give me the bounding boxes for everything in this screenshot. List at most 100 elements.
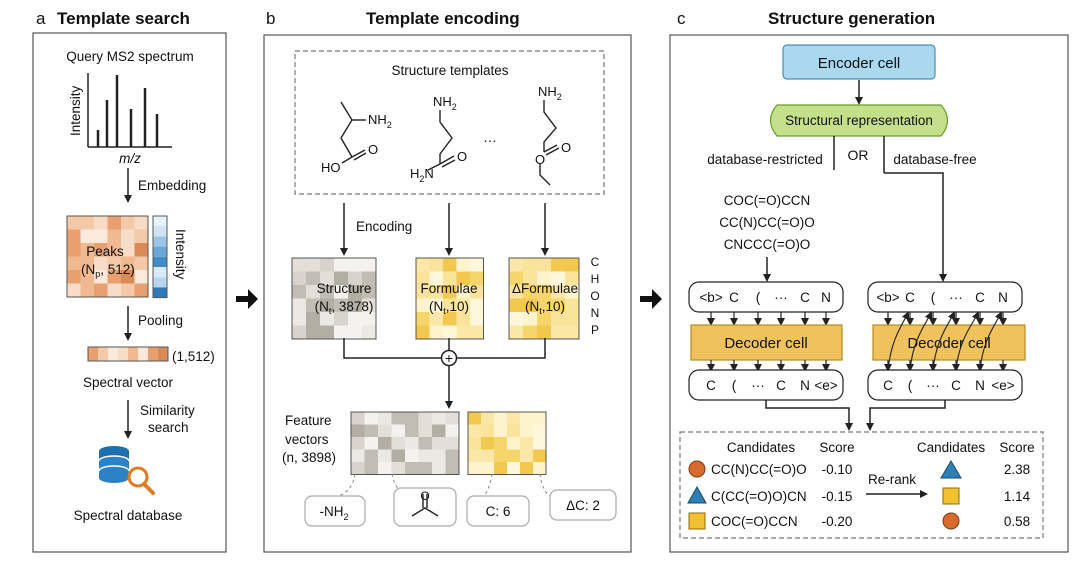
formulae-cell [470,298,484,312]
triangle-icon [687,485,707,504]
query-label: Query MS2 spectrum [66,49,194,64]
panel-c-frame [669,34,1069,553]
formulae-label: Formulae [420,281,477,296]
molecule-2 [427,110,456,171]
element-letter: H [591,272,600,286]
feature-structure-cell-border [350,411,460,475]
dformulae-cell [509,312,523,326]
dformulae-cell [509,271,523,285]
vector-dims: (1,512) [172,349,215,364]
spectral-vector-cell [138,347,148,361]
input-token: N [821,290,831,305]
feature-formulae-cell [481,462,494,475]
output-token: ( [732,378,737,393]
database-label: Spectral database [74,508,183,523]
similarity-label-1: Similarity [140,403,195,418]
structure-cell [292,325,306,339]
input-token: ( [756,290,761,305]
dformulae-cell-border [508,257,580,340]
output-token: <e> [814,378,837,393]
square-icon [942,487,960,505]
structure-cell [306,325,320,339]
peaks-cell [80,216,94,230]
square-icon [688,512,706,530]
panel-a-letter: a [36,9,46,28]
feedback-arrow [955,311,980,373]
structure-cell [292,271,306,285]
dformulae-cell [537,258,551,272]
dformulae-cell [551,298,565,312]
formulae-cell [456,298,470,312]
peaks-cell [94,283,108,297]
feature-structure-cell [432,449,446,462]
spectral-vector-cell [98,347,108,361]
feature-structure-cell [351,449,365,462]
structure-cell [320,285,334,299]
formulae-cell [416,271,430,285]
mol1-nh2: NH2 [368,112,392,130]
spectral-vector-cell [128,347,138,361]
formulae-cell [470,271,484,285]
mol3-nh2: NH2 [538,84,562,102]
feature-structure-cell [418,462,432,475]
peaks-heatmap [66,215,149,298]
mol1-o: O [368,142,378,157]
dformulae-cell [537,312,551,326]
peaks-cell-border [66,215,149,298]
feature-formulae-cell [533,424,546,437]
carbonyl-icon [411,494,439,517]
peaks-cell [94,270,108,284]
left-decoder-box [690,324,843,361]
peaks-cell [94,216,108,230]
spectrum-x-label: m/z [119,151,141,166]
structure-cell [362,325,376,339]
output-token: ( [908,378,913,393]
right-score-header: Score [999,440,1034,455]
left-decoder-label: Decoder cell [724,335,807,352]
feature-structure-cell [364,412,378,425]
molecule-1 [340,101,367,164]
peaks-cell [94,256,108,270]
tag-nh2 [304,495,366,527]
structure-label: Structure [317,281,372,296]
feature-formulae-cell [481,449,494,462]
dformulae-cell [551,312,565,326]
feature-structure-cell [432,437,446,450]
formulae-dims: (Nt,10) [429,299,469,316]
structure-cell [320,271,334,285]
dformulae-cell [537,325,551,339]
dformulae-cell [565,325,579,339]
panel-c-title: Structure generation [768,9,935,28]
feature-structure-cell [351,437,365,450]
formulae-cell [416,298,430,312]
feature-formulae-cell [520,412,533,425]
right-candidate-score: 2.38 [1004,462,1030,477]
dformulae-cell [523,285,537,299]
feature-structure-cell [418,437,432,450]
feature-structure-cell [378,449,392,462]
panel-c-letter: c [677,9,686,28]
peaks-cell [121,229,135,243]
tag-carbonyl [393,487,457,527]
free-label: database-free [893,152,976,167]
representation-label: Structural representation [785,113,933,128]
structure-cell [348,298,362,312]
structure-cell-border [291,257,377,340]
peaks-cell [80,243,94,257]
structure-cell [320,258,334,272]
structure-cell [334,271,348,285]
mol3-o-ester: O [535,152,545,167]
encoding-label: Encoding [356,219,412,234]
intensity-cell [153,287,167,298]
input-token: <b> [699,290,722,305]
structure-cell [306,285,320,299]
feature-structure-cell [405,449,419,462]
dformulae-cell [551,285,565,299]
feature-structure-cell [378,437,392,450]
intensity-cell [153,246,167,257]
feature-formulae-cell [481,437,494,450]
